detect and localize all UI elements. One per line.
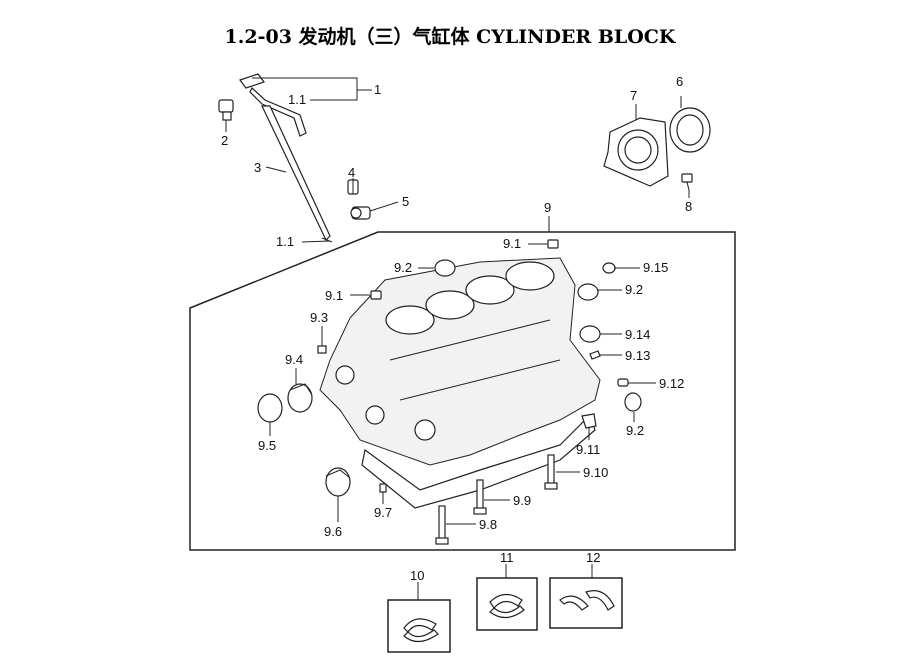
callout-9-3: 9.3 [310, 310, 328, 325]
callout-1-1-top: 1.1 [288, 92, 306, 107]
cap-9-2-b [577, 283, 599, 301]
callout-4: 4 [348, 165, 355, 180]
rear-oil-seal-part [669, 107, 711, 153]
callout-12: 12 [586, 550, 600, 565]
callout-9: 9 [544, 200, 551, 215]
callout-7: 7 [630, 88, 637, 103]
cylinder-block-part [319, 257, 601, 509]
callout-9-13: 9.13 [625, 348, 650, 363]
callout-1-1-bottom: 1.1 [276, 234, 294, 249]
plug-9-1-left [370, 290, 382, 300]
leader-lines [225, 77, 690, 525]
callout-9-8: 9.8 [479, 517, 497, 532]
plug-9-11 [581, 413, 597, 429]
callout-5: 5 [402, 194, 409, 209]
callout-9-7: 9.7 [374, 505, 392, 520]
callout-9-6: 9.6 [324, 524, 342, 539]
callout-9-14: 9.14 [625, 327, 650, 342]
dipstick-part [239, 73, 333, 243]
plug-9-15 [602, 262, 616, 274]
rear-seal-housing-part [603, 117, 669, 187]
callout-labels: 1 1.1 2 3 4 5 6 7 8 9 1.1 9.1 9.2 9.15 9… [221, 74, 692, 583]
pin-9-13 [589, 350, 601, 360]
callout-9-10: 9.10 [583, 465, 608, 480]
callout-3: 3 [254, 160, 261, 175]
bush-9-4 [287, 383, 313, 413]
page-title: 1.2-03 发动机（三）气缸体 CYLINDER BLOCK [224, 26, 676, 48]
thrust-bearing-set-12 [549, 564, 623, 629]
bolt-part-8 [681, 173, 693, 191]
pin-9-7 [379, 483, 387, 493]
plug-9-1-top [547, 239, 559, 249]
cap-9-14 [579, 325, 601, 343]
oil-plug-part [218, 99, 234, 121]
callout-11: 11 [500, 550, 514, 565]
callout-6: 6 [676, 74, 683, 89]
callout-9-9: 9.9 [513, 493, 531, 508]
callout-9-2-left: 9.2 [394, 260, 412, 275]
callout-1: 1 [374, 82, 381, 97]
callout-9-2-bottom: 9.2 [626, 423, 644, 438]
cap-9-2-a [434, 259, 456, 277]
callout-9-5: 9.5 [258, 438, 276, 453]
bolt-9-8 [435, 505, 449, 545]
callout-9-12: 9.12 [659, 376, 684, 391]
dowel-9-3 [317, 345, 327, 354]
block-group-frame [189, 231, 736, 551]
main-bearing-set-11 [476, 564, 538, 631]
main-bearing-set-10 [387, 582, 451, 653]
bolt-9-10 [544, 454, 558, 490]
callout-9-15: 9.15 [643, 260, 668, 275]
callout-8: 8 [685, 199, 692, 214]
callout-2: 2 [221, 133, 228, 148]
cap-9-2-c [624, 392, 642, 412]
callout-9-4: 9.4 [285, 352, 303, 367]
callout-10: 10 [410, 568, 424, 583]
callout-9-1-top: 9.1 [503, 236, 521, 251]
callout-9-11: 9.11 [576, 442, 600, 457]
fitting-part-5 [350, 206, 371, 220]
bolt-9-9 [473, 479, 487, 515]
bush-9-6 [325, 467, 351, 497]
callout-9-2-right: 9.2 [625, 282, 643, 297]
bush-9-5 [257, 393, 283, 423]
pin-9-12 [617, 378, 629, 387]
callout-9-1-left: 9.1 [325, 288, 343, 303]
